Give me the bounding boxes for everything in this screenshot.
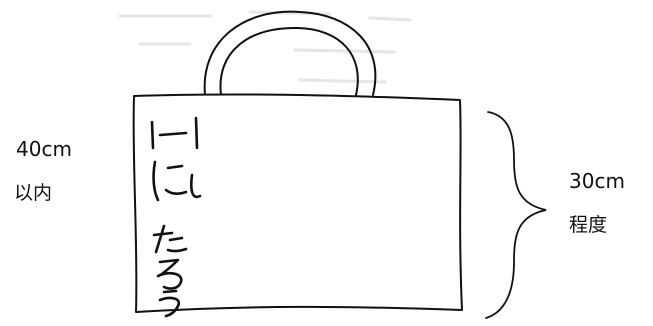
handwritten-name — [150, 116, 202, 318]
width-note-label: 以内 — [14, 182, 53, 204]
bag-body — [132, 93, 463, 313]
height-note-label: 程度 — [569, 214, 608, 236]
width-value-label: 40cm — [16, 137, 72, 161]
bag-handle — [203, 10, 377, 96]
height-value-label: 30cm — [569, 169, 625, 193]
height-brace — [485, 111, 547, 319]
